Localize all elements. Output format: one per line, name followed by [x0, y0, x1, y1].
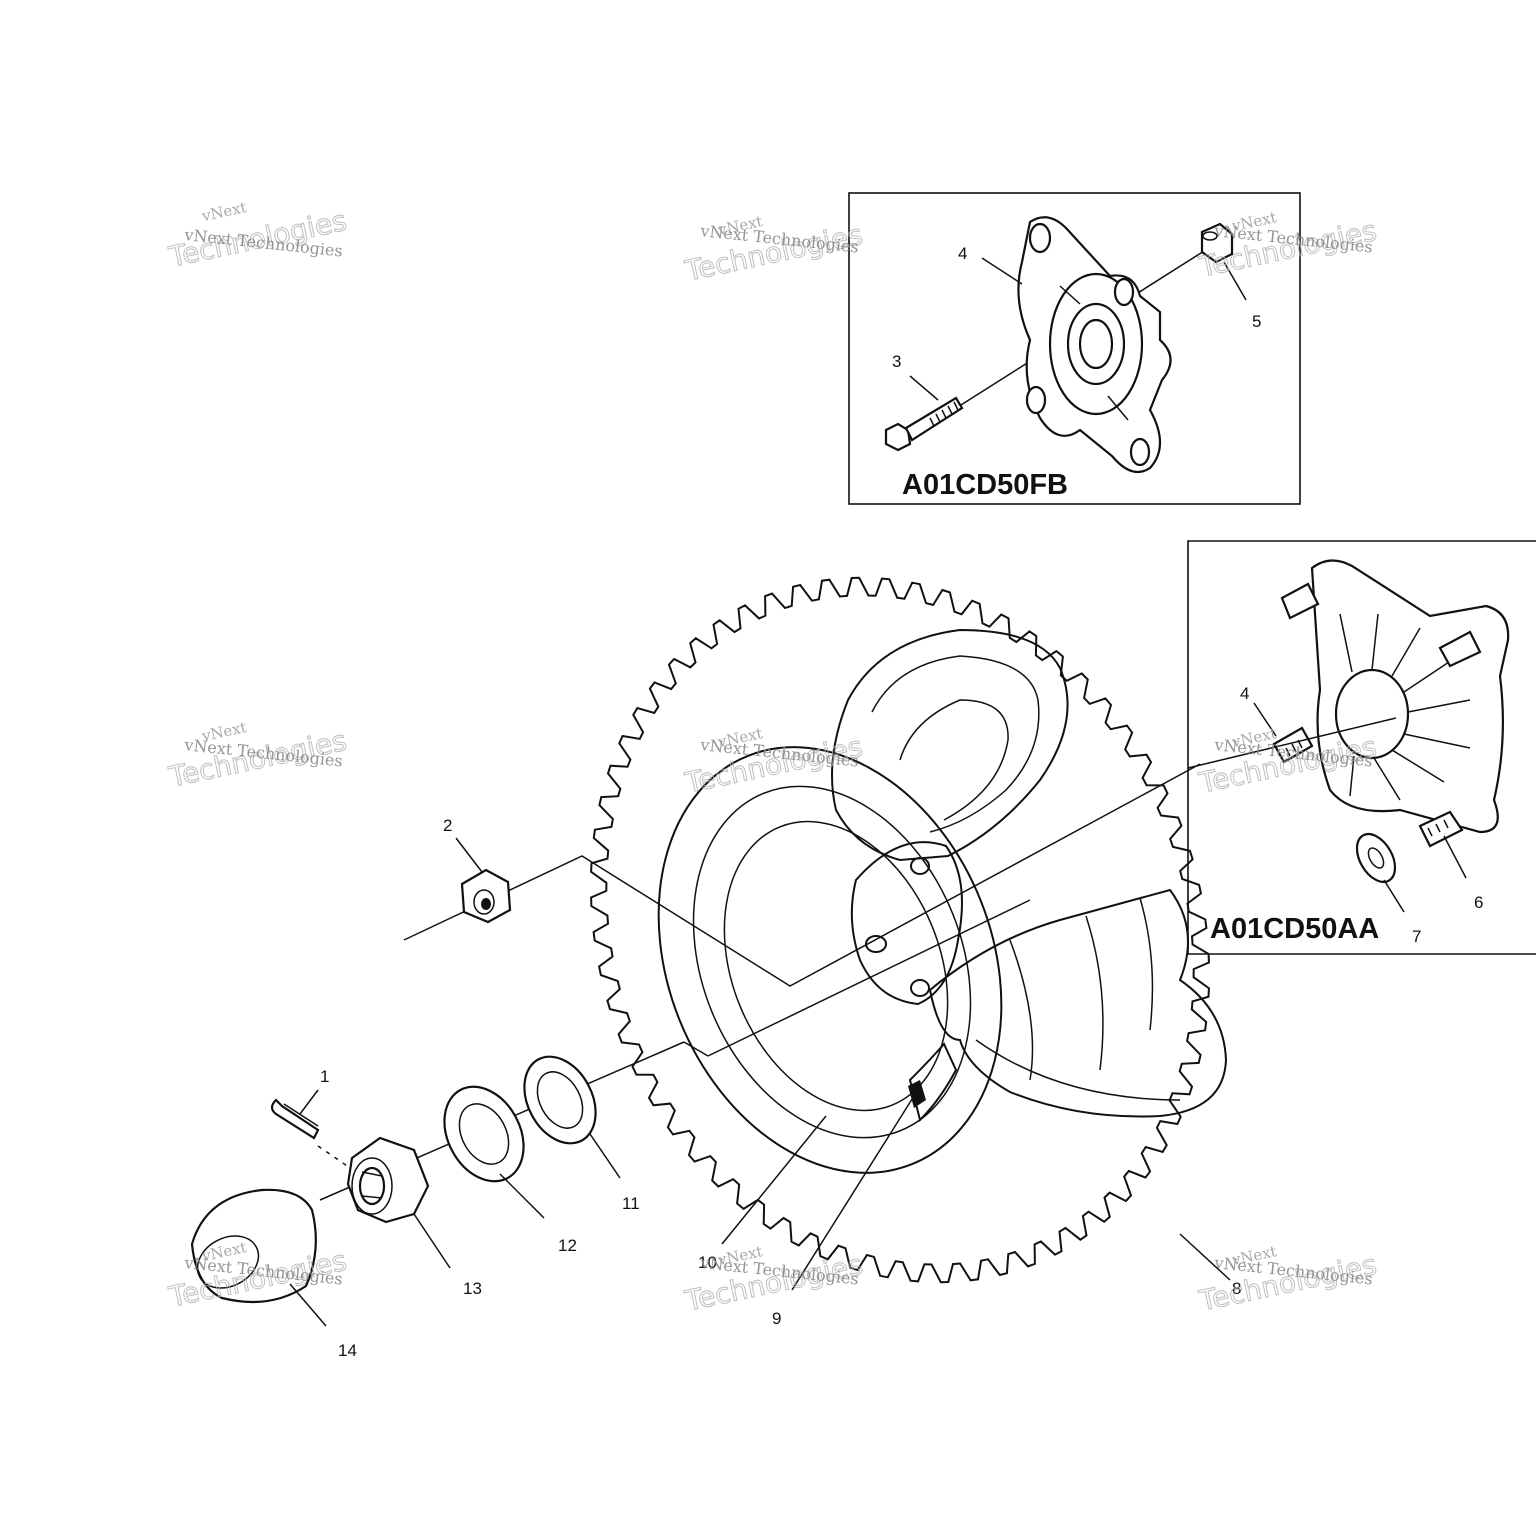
- callout-12: 12: [558, 1236, 577, 1255]
- wheel-hub-drum: [850, 841, 963, 1006]
- inset-top-code: A01CD50FB: [902, 469, 1068, 501]
- leader-11: [589, 1133, 621, 1179]
- leader-1: [299, 1089, 319, 1115]
- callout-10: 10: [698, 1253, 717, 1272]
- callout-3: 3: [892, 352, 901, 371]
- callout-2: 2: [443, 816, 452, 835]
- nut-part: [1200, 222, 1234, 264]
- callout-14: 14: [338, 1341, 357, 1360]
- leader-5: [1223, 261, 1247, 301]
- rim-inner: [692, 785, 972, 1139]
- leader-4-right: [1253, 702, 1277, 737]
- callout-13: 13: [463, 1279, 482, 1298]
- bolt-part: [884, 396, 964, 452]
- rim-outer: [657, 746, 1003, 1174]
- inset-right-axis-line: [1187, 717, 1397, 769]
- leader-8: [1179, 1233, 1231, 1281]
- castle-nut-part: [346, 1136, 430, 1224]
- valve-stem: [908, 1080, 926, 1108]
- leader-2: [455, 837, 483, 873]
- leader-13: [413, 1213, 451, 1269]
- watermark-grid: vNext Technologies vNext Technologies vN…: [165, 198, 1380, 1318]
- tire-section-upper: [831, 628, 1069, 862]
- svg-text:vNext: vNext: [199, 198, 248, 225]
- callout-5: 5: [1252, 312, 1261, 331]
- lug-nut-part: [460, 868, 512, 924]
- callout-4-top: 4: [958, 244, 967, 263]
- callout-1: 1: [320, 1067, 329, 1086]
- washer-small-part: [523, 1055, 597, 1145]
- axle-line-main: [403, 763, 1201, 987]
- inset-top-frame: [848, 192, 1301, 505]
- leader-6: [1443, 835, 1467, 879]
- callout-6: 6: [1474, 893, 1483, 912]
- inset-top: 4 5 3 A01CD50FB: [848, 192, 1301, 505]
- callout-11: 11: [622, 1194, 640, 1213]
- inset-right-frame: [1187, 540, 1536, 955]
- leader-10: [721, 1115, 827, 1245]
- leader-7: [1383, 879, 1405, 913]
- stud-hub-part: [1272, 559, 1510, 848]
- callout-7: 7: [1412, 927, 1421, 946]
- callout-9: 9: [772, 1309, 781, 1328]
- rim-bead: [723, 820, 949, 1112]
- cotter-pin-part: [270, 1098, 320, 1140]
- washer-large-part: [443, 1085, 525, 1183]
- callout-8: 8: [1232, 1279, 1241, 1298]
- leader-3: [909, 375, 939, 401]
- leader-12: [499, 1173, 545, 1219]
- leader-14: [289, 1283, 327, 1327]
- inset-right-code: A01CD50AA: [1210, 913, 1379, 945]
- leader-9: [791, 1095, 915, 1291]
- hub-flange-part: [1017, 216, 1172, 474]
- lock-washer-part: [1355, 833, 1397, 883]
- tire-part: [590, 576, 1210, 1284]
- inset-right: 4 6 7 A01CD50AA: [1187, 540, 1536, 955]
- tire-section-lower: [928, 888, 1228, 1118]
- leader-4-top: [981, 257, 1023, 285]
- callout-4-right: 4: [1240, 684, 1249, 703]
- hub-cap-part: [190, 1188, 317, 1304]
- wheel-assembly: 1 2 13 12 11 14 10 9 8: [190, 576, 1241, 1360]
